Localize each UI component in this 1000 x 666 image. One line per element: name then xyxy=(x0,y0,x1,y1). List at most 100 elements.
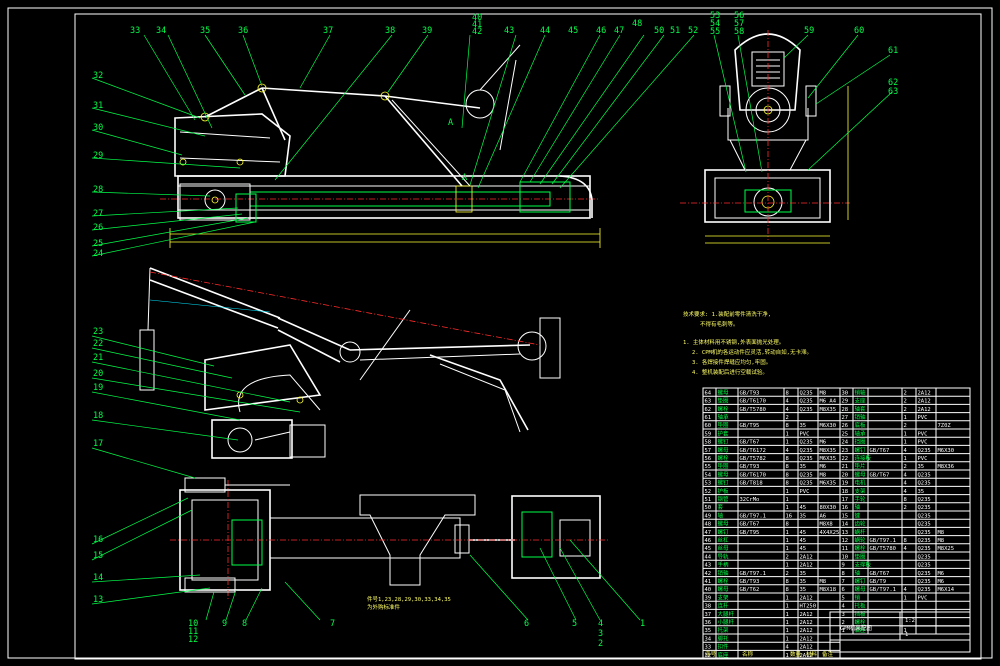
bom-cell: PVC xyxy=(918,431,928,437)
bom-cell: 电机 xyxy=(855,479,867,487)
callout: 4 xyxy=(598,619,603,629)
callout: 3 xyxy=(598,629,603,639)
bom-cell: Q235 xyxy=(800,407,813,413)
footer-cell: 备注 xyxy=(822,650,834,658)
callout: 26 xyxy=(93,223,103,233)
bom-cell: 丝杠 xyxy=(718,536,730,544)
bom-cell: 1 xyxy=(786,431,789,437)
bom-cell: GB/T93 xyxy=(740,390,760,396)
bom-cell: GB/T93 xyxy=(740,579,760,585)
bom-cell: 轴 xyxy=(718,511,724,519)
bom-cell: 8 xyxy=(904,497,907,503)
bom-cell: 8 xyxy=(786,456,789,462)
bom-cell: 2 xyxy=(904,399,907,405)
bom-cell: 小腿杆 xyxy=(718,618,735,626)
callout: 61 xyxy=(888,46,898,56)
inner-frame xyxy=(74,13,982,660)
callout: 57 xyxy=(734,19,744,29)
bom-cell: 22 xyxy=(842,456,849,462)
bom-cell: GB/T93 xyxy=(740,464,760,470)
bom-cell: Q235 xyxy=(918,554,931,560)
bom-cell: 10 xyxy=(842,554,849,560)
bom-cell: GB/T6172 xyxy=(740,448,767,454)
note-line: 不得有毛刺等。 xyxy=(700,320,739,328)
bom-cell: 59 xyxy=(705,431,712,437)
callout: 22 xyxy=(93,339,103,349)
bom-cell: GB/T5780 xyxy=(740,407,767,413)
bom-cell: A6 xyxy=(820,513,827,519)
bom-cell: 21 xyxy=(842,464,849,470)
bom-cell: M8X25 xyxy=(938,546,955,552)
bom-cell: M6X35 xyxy=(820,481,837,487)
bom-cell: 1 xyxy=(786,653,789,659)
bom-cell: 32CrMo xyxy=(740,497,760,503)
bom-cell: 销轴 xyxy=(855,388,867,396)
bom-cell: 手轮 xyxy=(855,495,867,503)
bom-cell: 钢管 xyxy=(718,495,730,503)
bom-cell: 45 xyxy=(800,538,807,544)
callout: 42 xyxy=(472,27,482,37)
bom-cell: 垫圈 xyxy=(718,462,730,470)
title-text: CPM机装配图 xyxy=(840,624,872,632)
bom-cell: 键 xyxy=(855,511,861,519)
bom-cell: 1 xyxy=(786,489,789,495)
bom-cell: 销 xyxy=(855,593,861,601)
bom-cell: 58 xyxy=(705,440,712,446)
bom-cell: 7 xyxy=(842,579,845,585)
bom-cell: 44 xyxy=(705,554,712,560)
bom-cell: 螺母 xyxy=(718,446,730,454)
bom-cell: 螺钉 xyxy=(718,479,730,487)
technical-notes: 技术要求: 1.装配前零件清洗干净, 不得有毛刺等。 1. 主体材料用不锈钢,外… xyxy=(367,310,812,611)
bom-cell: Q235 xyxy=(800,390,813,396)
bom-cell: PVC xyxy=(918,456,928,462)
callout: 20 xyxy=(93,369,103,379)
bom-cell: 螺栓 xyxy=(855,544,867,552)
bom-cell: 47 xyxy=(705,530,712,536)
bom-cell: 50 xyxy=(705,505,712,511)
bom-cell: 螺钉 xyxy=(718,528,730,536)
bom-cell: 1 xyxy=(842,628,845,634)
callout: 52 xyxy=(688,26,698,36)
bom-cell: 64 xyxy=(705,390,712,396)
bom-cell: GB/T5782 xyxy=(740,456,767,462)
callout: 23 xyxy=(93,327,103,337)
callout: 12 xyxy=(188,635,198,645)
bom-cell: 轴 xyxy=(855,569,861,577)
bom-cell: 垫圈 xyxy=(718,421,730,429)
bom-cell: 30 xyxy=(842,390,849,396)
bom-cell: PVC xyxy=(918,440,928,446)
footer-cell: 数量 xyxy=(790,650,802,658)
bom-cell: Q235 xyxy=(918,587,931,593)
bom-cell: 45 xyxy=(800,530,807,536)
callout: 11 xyxy=(188,627,198,637)
callout: 7 xyxy=(330,619,335,629)
callout: 34 xyxy=(156,26,166,36)
bom-cell: 23 xyxy=(842,448,849,454)
callout: 8 xyxy=(242,619,247,629)
bom-cell: 支架 xyxy=(718,593,730,601)
bom-cell: 2 xyxy=(786,415,789,421)
bom-cell: 轴承 xyxy=(718,413,730,421)
bom-cell: Q235 xyxy=(918,579,931,585)
bom-cell: M6X30 xyxy=(938,448,955,454)
callout: 60 xyxy=(854,26,864,36)
bom-cell: 13 xyxy=(842,530,849,536)
bom-cell: 15 xyxy=(842,513,849,519)
bom-cell: Q235 xyxy=(918,505,931,511)
callout: 54 xyxy=(710,19,720,29)
bom-cell: 33 xyxy=(705,645,712,651)
bom-cell: 42 xyxy=(705,571,712,577)
side-view-middle xyxy=(139,267,561,459)
callout: 6 xyxy=(524,619,529,629)
bom-cell: 17 xyxy=(842,497,849,503)
bom-cell: Q235 xyxy=(918,497,931,503)
bom-cell: Q235 xyxy=(800,448,813,454)
bom-cell: GB/T6170 xyxy=(740,399,767,405)
bom-cell: M6 A4 xyxy=(820,399,837,405)
bom-cell: 导轨 xyxy=(718,552,730,560)
bom-cell: 3 xyxy=(842,612,845,618)
note-line: 3. 各焊接件焊缝应均匀,牢固。 xyxy=(692,358,771,366)
bom-cell: 螺母 xyxy=(718,520,730,528)
bom-cell: 2A12 xyxy=(800,636,813,642)
